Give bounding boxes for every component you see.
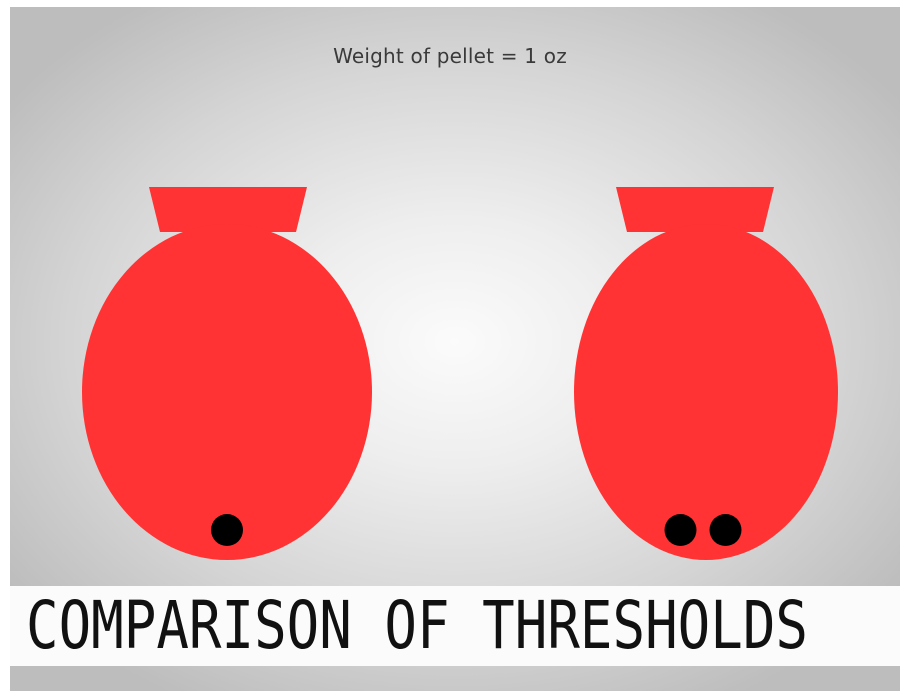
left-vessel-body [82,224,372,560]
right-vessel [574,187,838,560]
left-vessel-pellet [211,514,243,546]
right-vessel-pellet [665,514,697,546]
slide-title: COMPARISON OF THRESHOLDS [26,586,808,666]
left-vessel-pellets [211,514,243,546]
left-vessel [82,187,372,560]
right-vessel-pellet [710,514,742,546]
right-vessel-body [574,224,838,560]
